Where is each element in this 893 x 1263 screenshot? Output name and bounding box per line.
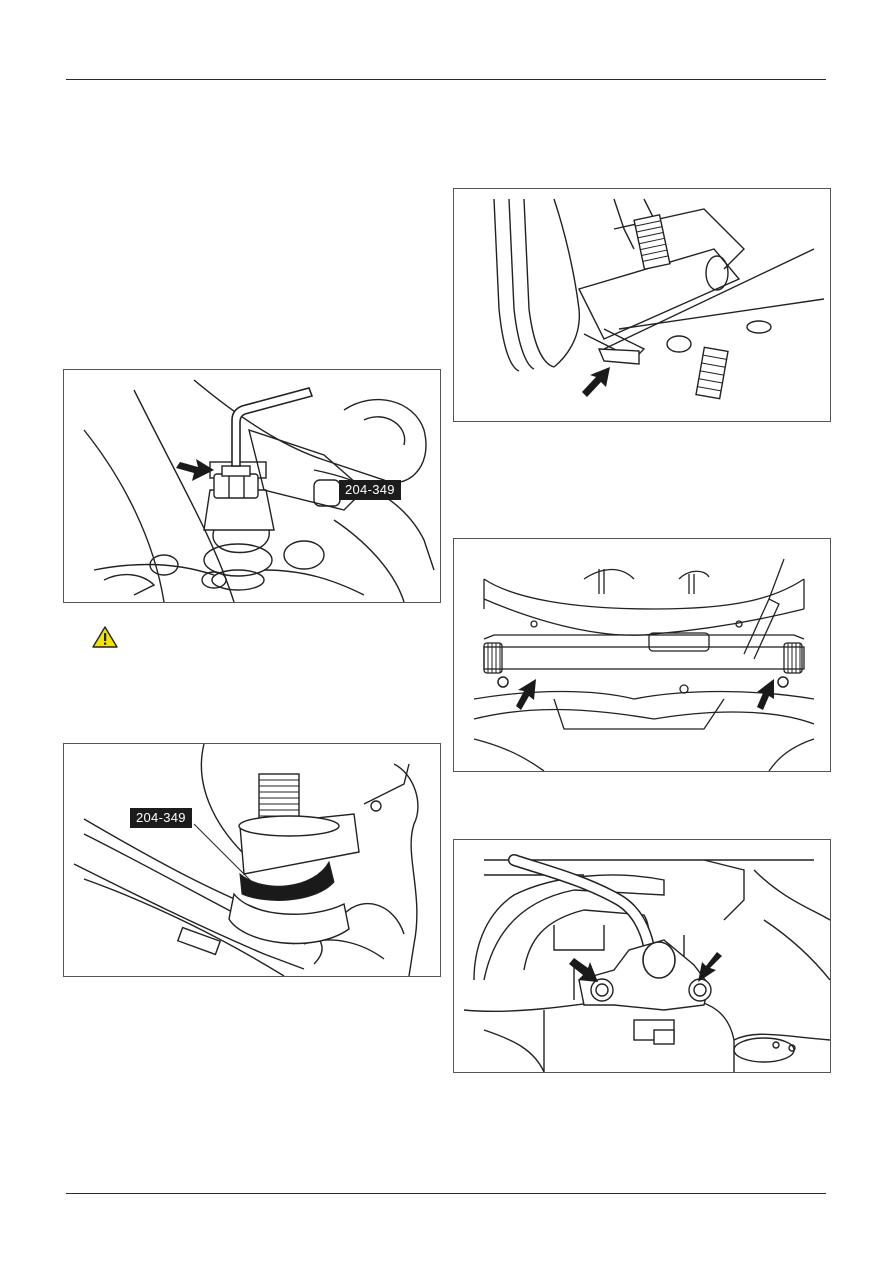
figure-balljoint-hexkey-drawing [83,379,435,602]
figure-subframe-steering-rack [453,538,831,772]
threaded-stud [238,773,382,875]
hex-key-icon [231,387,314,467]
figure-balljoint-hexkey: 204-349 [63,369,441,603]
figure-balljoint-separator-drawing [493,198,825,400]
figure-balljoint-separator [453,188,831,422]
header-rule [66,79,826,80]
figure-stabilizer-drawing [463,854,830,1072]
figure-balljoint-tool-drawing [73,744,419,976]
tool-number-label: 204-349 [339,480,401,500]
arrow-icon [757,679,774,710]
arrow-icon [698,952,722,982]
tool-number-label: 204-349 [130,808,192,828]
arrow-icon [582,367,610,397]
figure-stabilizer-bracket [453,839,831,1073]
separator-bolt [597,214,729,400]
figure-subframe-drawing [473,558,815,771]
warning-triangle-icon [92,626,118,648]
hex-nut [213,465,259,499]
tool-collar [239,860,335,901]
footer-rule [66,1193,826,1194]
arrow-icon [516,679,536,710]
arrow-icon [569,958,598,982]
figure-balljoint-tool: 204-349 [63,743,441,977]
bracket-bolt [590,978,712,1045]
arrow-icon [176,459,214,481]
